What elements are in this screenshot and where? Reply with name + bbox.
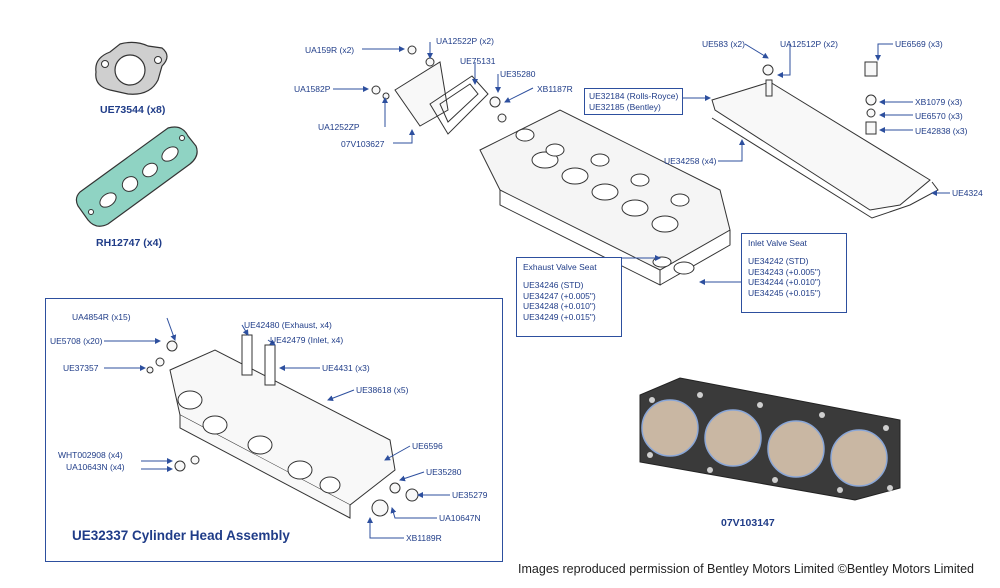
- callout-ue6569: UE6569 (x3): [895, 39, 943, 49]
- callout-07v103627: 07V103627: [341, 139, 385, 149]
- callout-ua1582p: UA1582P: [294, 84, 331, 94]
- callout-ue32185: UE32185 (Bentley): [589, 101, 661, 112]
- callout-ue34258: UE34258 (x4): [664, 156, 717, 166]
- callout-ue35280: UE35280: [426, 467, 462, 477]
- callout-ue75131: UE75131: [460, 56, 496, 66]
- inlet-seat-line: UE34244 (+0.010"): [748, 277, 821, 287]
- callout-ua10643n: UA10643N (x4): [66, 462, 125, 472]
- rocker-cover-illustration: [711, 61, 939, 219]
- callout-wht002908: WHT002908 (x4): [58, 450, 123, 460]
- callout-xb1187r: XB1187R: [537, 84, 573, 94]
- callout-ue6596: UE6596: [412, 441, 443, 451]
- callout-ua12512p: UA12512P (x2): [780, 39, 838, 49]
- callout-ua4854r: UA4854R (x15): [72, 312, 131, 322]
- callout-ue6570: UE6570 (x3): [915, 111, 963, 121]
- callout-ue35279: UE35279: [452, 490, 488, 500]
- callout-ue42838: UE42838 (x3): [915, 126, 968, 136]
- callout-ue4431: UE4431 (x3): [322, 363, 370, 373]
- exhaust-seat-line: UE34246 (STD): [523, 280, 584, 290]
- inlet-valve-seat-box: Inlet Valve Seat UE34242 (STD) UE34243 (…: [741, 233, 847, 313]
- callout-ue583: UE583 (x2): [702, 39, 745, 49]
- callout-ua10647n: UA10647N: [439, 513, 481, 523]
- assembly-frame: [45, 298, 503, 562]
- callout-xb1079: XB1079 (x3): [915, 97, 963, 107]
- manifold-gasket-label: RH12747 (x4): [96, 237, 162, 249]
- callout-ue32184: UE32184 (Rolls-Royce): [589, 91, 679, 101]
- exhaust-valve-seat-title: Exhaust Valve Seat: [523, 262, 597, 272]
- inlet-seat-line: UE34243 (+0.005"): [748, 266, 821, 277]
- exhaust-gasket-label: UE73544 (x8): [100, 104, 166, 116]
- callout-ue35280-top: UE35280: [500, 69, 536, 79]
- copyright-notice: Images reproduced permission of Bentley …: [518, 562, 974, 576]
- exhaust-seat-line: UE34247 (+0.005"): [523, 290, 596, 301]
- callout-ue4324: UE4324: [952, 188, 983, 198]
- callout-ue37357: UE37357: [63, 363, 99, 373]
- callout-ua1252zp: UA1252ZP: [318, 122, 360, 132]
- exhaust-seat-line: UE34248 (+0.010"): [523, 301, 596, 311]
- assembly-illustration: [146, 334, 419, 519]
- manifold-gasket-illustration: [75, 126, 198, 227]
- exhaust-gasket-illustration: [95, 41, 168, 95]
- callout-ua159r: UA159R (x2): [305, 45, 355, 55]
- inlet-seat-line: UE34242 (STD): [748, 256, 809, 266]
- inlet-seat-line: UE34245 (+0.015"): [748, 287, 821, 298]
- leader-lines: [104, 42, 950, 539]
- inlet-valve-seat-title: Inlet Valve Seat: [748, 238, 807, 248]
- callout-ue38618: UE38618 (x5): [356, 385, 409, 395]
- callout-ue5708: UE5708 (x20): [50, 336, 103, 346]
- assembly-title: UE32337 Cylinder Head Assembly: [72, 528, 290, 543]
- callout-xb1189r: XB1189R: [406, 533, 442, 543]
- callout-ue42479: UE42479 (Inlet, x4): [270, 335, 344, 345]
- rocker-cover-callout-box: UE32184 (Rolls-Royce) UE32185 (Bentley): [584, 88, 684, 115]
- exhaust-seat-line: UE34249 (+0.015"): [523, 311, 596, 322]
- head-gasket-illustration: [639, 377, 901, 501]
- exhaust-valve-seat-box: Exhaust Valve Seat UE34246 (STD) UE34247…: [516, 257, 622, 337]
- cylinder-head-illustration: [479, 109, 731, 286]
- callout-ua12522p: UA12522P (x2): [436, 36, 494, 46]
- head-gasket-label: 07V103147: [721, 517, 775, 529]
- callout-ue42480: UE42480 (Exhaust, x4): [244, 320, 332, 330]
